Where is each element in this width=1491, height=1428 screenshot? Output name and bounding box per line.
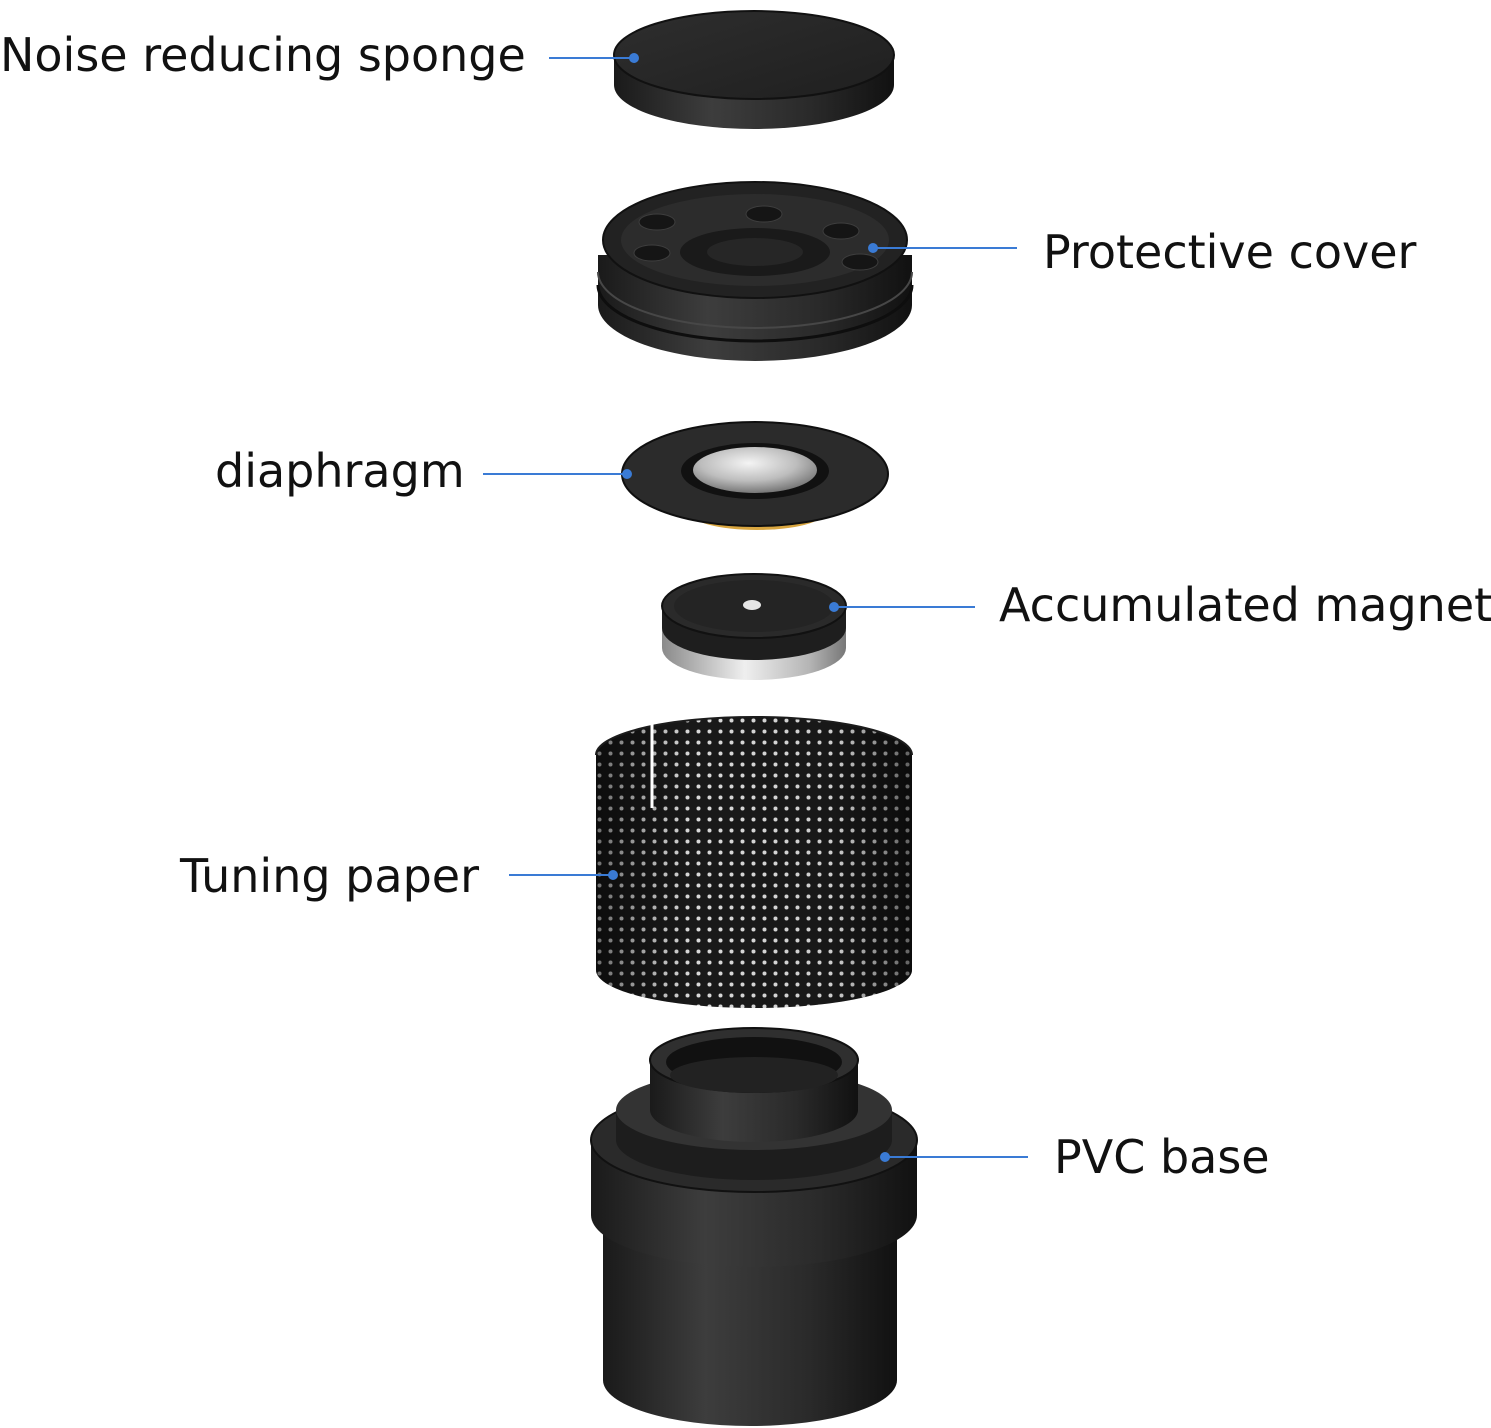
magnet-part: [661, 573, 847, 680]
label-diaphragm: diaphragm: [215, 444, 465, 498]
leader-dot-diaphragm: [622, 469, 632, 479]
protective-cover-part: [596, 181, 914, 361]
label-pvc-base: PVC base: [1054, 1130, 1270, 1184]
label-accumulated-magnet: Accumulated magnet: [999, 578, 1491, 632]
sponge-part: [613, 10, 895, 129]
leader-dot-base: [880, 1152, 890, 1162]
leader-dot-tuning: [608, 870, 618, 880]
leader-lines: [483, 53, 1028, 1162]
label-protective-cover: Protective cover: [1043, 225, 1417, 279]
pvc-base-part: [590, 1027, 918, 1426]
leader-dot-cover: [868, 243, 878, 253]
leader-dot-magnet: [829, 602, 839, 612]
diaphragm-part: [621, 421, 889, 530]
label-noise-reducing-sponge: Noise reducing sponge: [0, 28, 526, 82]
leader-dot-sponge: [629, 53, 639, 63]
tuning-paper-part: [595, 716, 913, 1008]
label-tuning-paper: Tuning paper: [180, 849, 479, 903]
